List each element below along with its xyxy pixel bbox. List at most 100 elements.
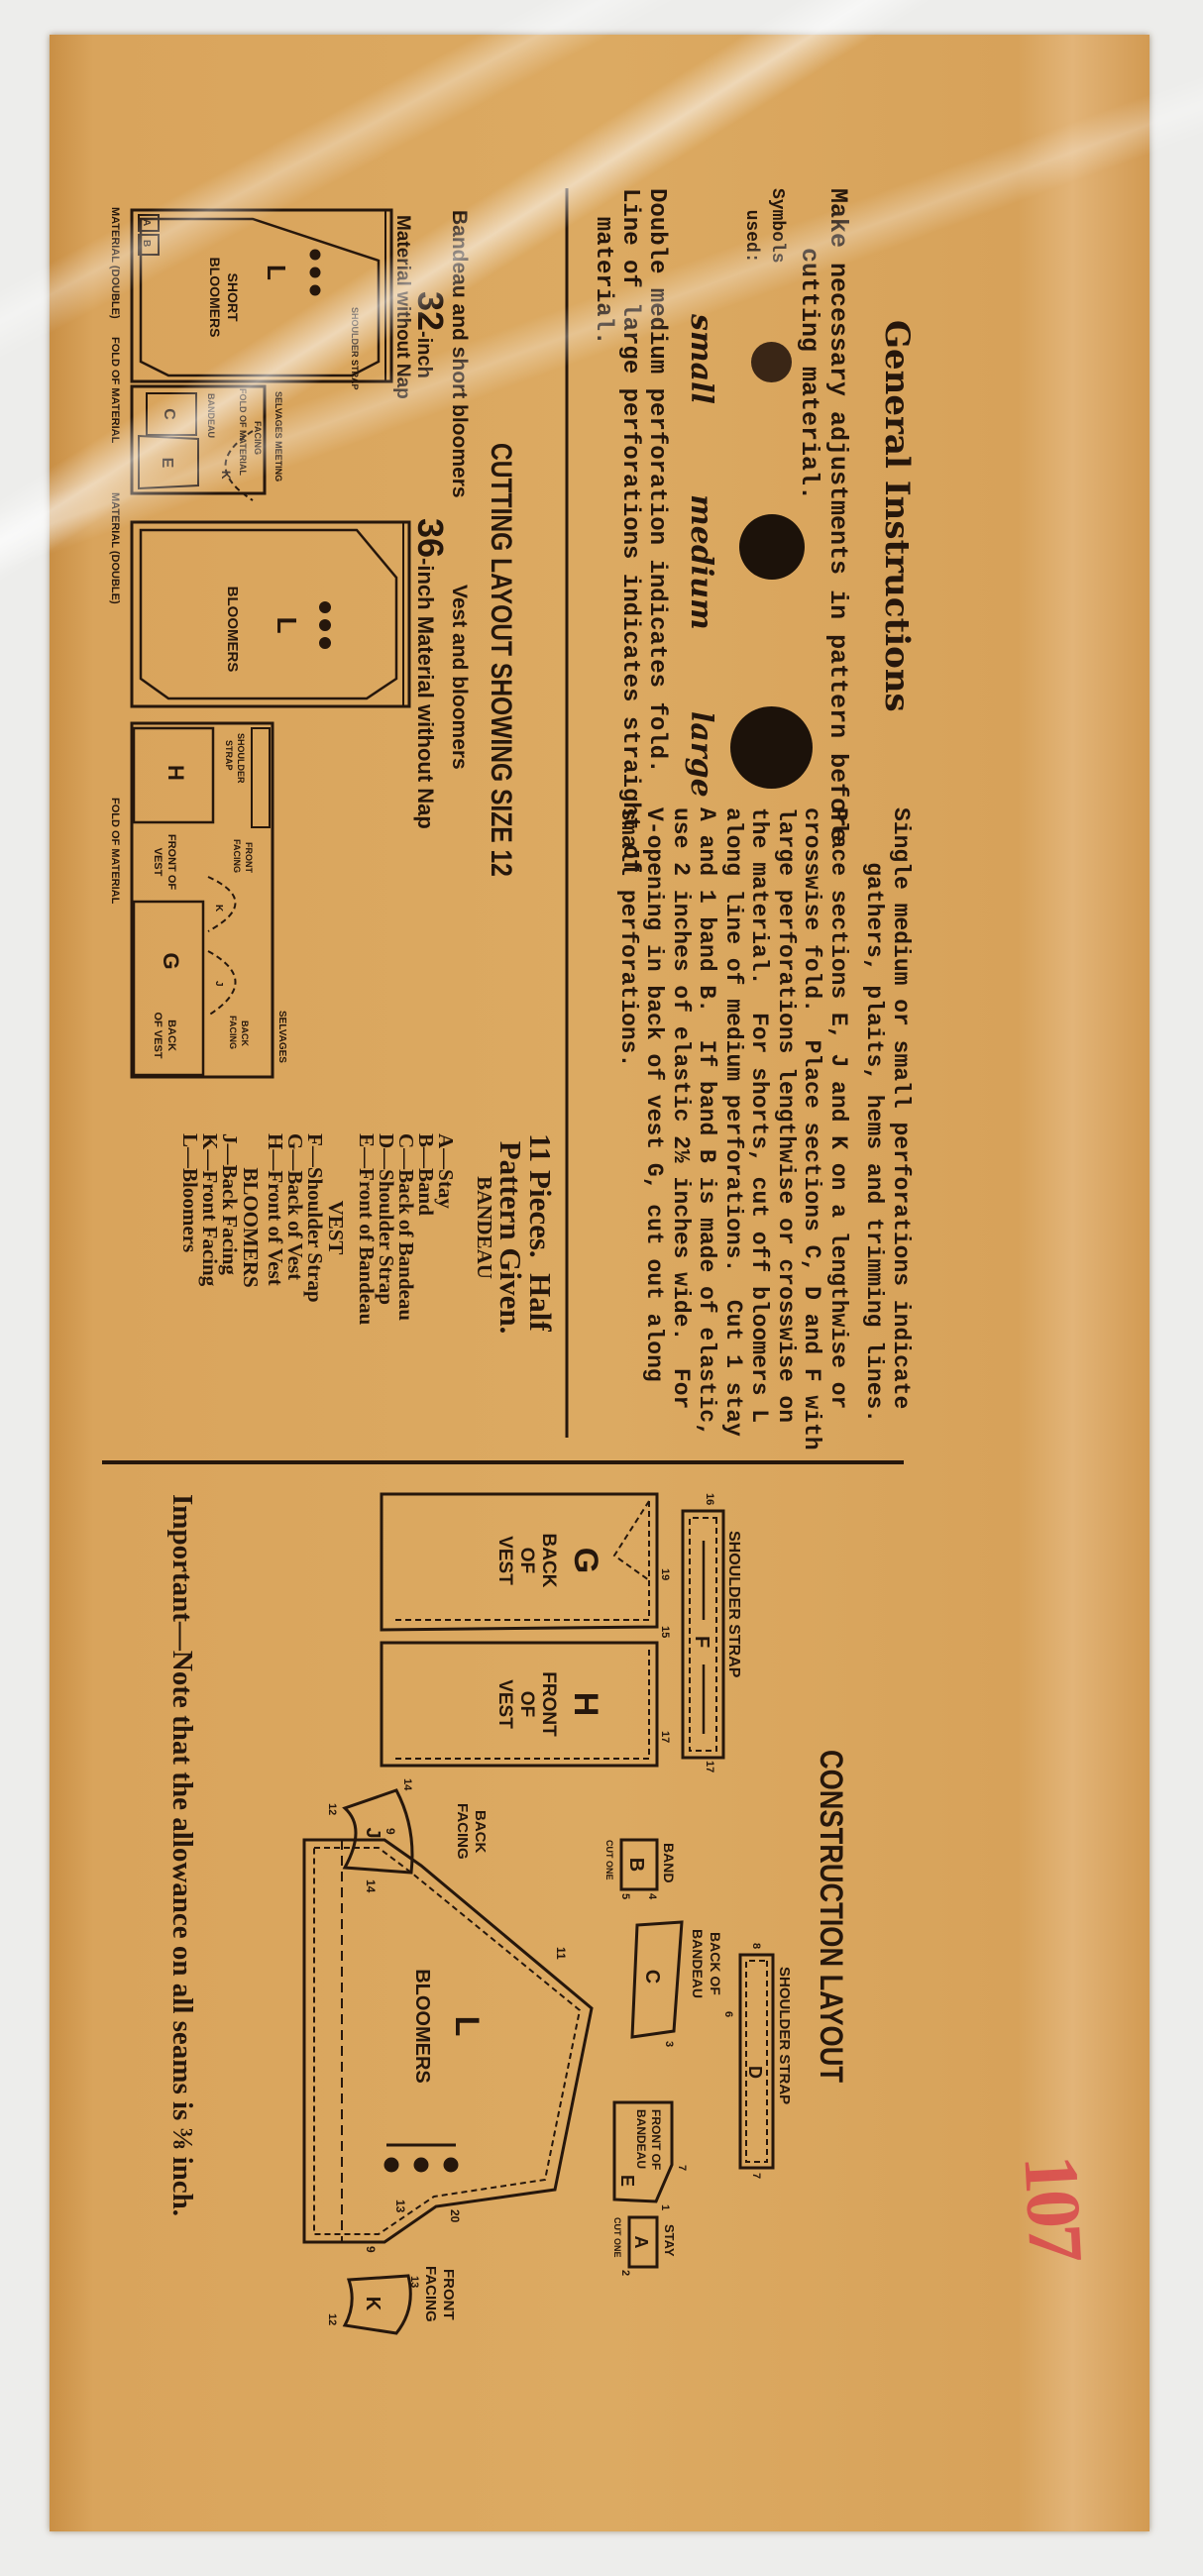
piece-label: BAND bbox=[661, 1843, 677, 1882]
notch-number: 12 bbox=[326, 2313, 338, 2325]
piece-letter: H bbox=[164, 765, 188, 781]
construction-piece-c: C BACK OF BANDEAU 6 3 bbox=[630, 1920, 734, 2047]
layout-note: SELVAGES MEETING bbox=[273, 391, 283, 482]
construction-piece-e: FRONT OF BANDEAU E 7 1 bbox=[612, 2100, 688, 2210]
piece-letter: E bbox=[159, 458, 175, 469]
piece-label: FACING bbox=[454, 1803, 471, 1860]
material-outline bbox=[130, 520, 411, 708]
piece-letter: A bbox=[141, 219, 152, 226]
piece-letter: K bbox=[213, 905, 224, 912]
layout-note: BANDEAU bbox=[206, 393, 216, 438]
piece-letter: G bbox=[567, 1548, 604, 1573]
piece-label: BANDEAU bbox=[690, 1929, 706, 1998]
notch-number: 1 bbox=[659, 2204, 671, 2210]
piece-label: BACK bbox=[165, 1020, 177, 1051]
piece-letter: J bbox=[362, 1827, 383, 1838]
piece-label: VEST bbox=[152, 848, 164, 877]
piece-letter: B bbox=[141, 240, 152, 247]
perforation bbox=[443, 2157, 459, 2173]
notch-number: 20 bbox=[448, 2209, 462, 2223]
notch-number: 7 bbox=[750, 2173, 762, 2179]
piece-letter: J bbox=[213, 981, 224, 987]
notch-number: 3 bbox=[663, 2041, 675, 2047]
piece-letter: C bbox=[641, 1970, 663, 1984]
piece-letter: C bbox=[161, 408, 177, 420]
construction-piece-f: SHOULDER STRAP F 16 17 bbox=[681, 1493, 742, 1772]
piece-label: FRONT bbox=[538, 1671, 559, 1737]
seam-line bbox=[313, 1847, 582, 2235]
piece-letter: K bbox=[219, 471, 233, 480]
piece-label: STAY bbox=[662, 2224, 677, 2257]
piece-letter: L bbox=[272, 616, 302, 633]
fold-label: MATERIAL (DOUBLE) bbox=[109, 492, 121, 604]
piece-label: BACK bbox=[240, 1020, 250, 1046]
piece-label: FRONT OF bbox=[165, 834, 177, 890]
piece-label: VEST bbox=[494, 1536, 515, 1585]
piece-letter: H bbox=[567, 1692, 604, 1717]
bloomers-outline bbox=[302, 1838, 594, 2244]
piece-label: OF VEST bbox=[152, 1012, 164, 1058]
perforation bbox=[309, 249, 321, 261]
notch-number: 15 bbox=[659, 1626, 671, 1638]
notch-number: 12 bbox=[326, 1803, 338, 1815]
cutting-layout-1: L SHORT BLOOMERS SHOULDER STRAP A B C E … bbox=[130, 208, 393, 501]
notch-number: 13 bbox=[393, 2200, 407, 2213]
perforation bbox=[309, 267, 321, 278]
piece-letter: G bbox=[159, 952, 183, 969]
notch-number: 17 bbox=[704, 1761, 715, 1772]
perforation bbox=[319, 601, 331, 613]
piece-label: SHOULDER STRAP bbox=[350, 307, 360, 390]
piece-label: BANDEAU bbox=[634, 2109, 648, 2169]
notch-number: 9 bbox=[364, 2246, 378, 2253]
piece-label: VEST bbox=[494, 1679, 515, 1729]
piece-label: BACK bbox=[472, 1810, 489, 1853]
piece-note: CUT ONE bbox=[604, 1840, 614, 1880]
layout-note: FACING bbox=[253, 421, 263, 455]
perforation bbox=[309, 284, 321, 296]
piece-note: CUT ONE bbox=[612, 2217, 622, 2258]
pattern-envelope: General Instructions Make necessary adju… bbox=[50, 35, 1149, 2531]
notch-number: 2 bbox=[619, 2270, 631, 2276]
piece-label: FACING bbox=[422, 2266, 439, 2322]
piece-label: OF bbox=[516, 1548, 537, 1573]
piece-label: STRAP bbox=[224, 740, 234, 771]
piece-label: BLOOMERS bbox=[411, 1969, 433, 2084]
construction-piece-j: J BACK FACING 14 12 bbox=[326, 1778, 489, 1875]
notch-number: 9 bbox=[383, 1828, 397, 1835]
layout-note: FOLD OF MATERIAL bbox=[238, 388, 248, 476]
piece-label: FACING bbox=[232, 839, 242, 873]
piece-letter: F bbox=[691, 1636, 712, 1648]
selvages-label: SELVAGES bbox=[276, 1011, 287, 1063]
construction-piece-h: H FRONT OF VEST 17 bbox=[380, 1641, 671, 1768]
construction-piece-b: B BAND CUT ONE 4 5 bbox=[604, 1838, 677, 1900]
pattern-diagrams: L SHORT BLOOMERS SHOULDER STRAP A B C E … bbox=[102, 188, 904, 2335]
piece-label: OF bbox=[516, 1691, 537, 1717]
envelope-back-rotated: General Instructions Make necessary adju… bbox=[50, 35, 1149, 2531]
piece-letter: A bbox=[631, 2236, 651, 2249]
piece-label: BLOOMERS bbox=[224, 587, 241, 673]
notch-number: 11 bbox=[554, 1947, 568, 1960]
piece-label: FACING bbox=[228, 1016, 238, 1049]
construction-piece-a: A STAY CUT ONE 2 bbox=[612, 2215, 677, 2276]
piece-label: SHOULDER bbox=[236, 733, 246, 784]
notch-number: 7 bbox=[676, 2165, 688, 2171]
cutting-layout-2: L BLOOMERS SHOULDER STRAP H FRONT OF VES… bbox=[130, 520, 411, 1079]
perforation bbox=[413, 2157, 429, 2173]
piece-label: BLOOMERS bbox=[207, 258, 223, 338]
notch-number: 13 bbox=[408, 2276, 420, 2288]
piece-label: SHOULDER STRAP bbox=[725, 1531, 742, 1678]
piece-bloomers bbox=[139, 528, 398, 700]
shoulder-strap-d-outline bbox=[738, 1953, 775, 2170]
piece-short-bloomers bbox=[139, 217, 381, 377]
notch-number: 16 bbox=[704, 1493, 715, 1505]
perforation bbox=[383, 2157, 399, 2173]
notch-number: 8 bbox=[750, 1943, 762, 1949]
fold-label: FOLD OF MATERIAL bbox=[109, 337, 121, 444]
notch-number: 19 bbox=[659, 1568, 671, 1580]
notch-number: 5 bbox=[619, 1893, 631, 1899]
notch-number: 4 bbox=[646, 1893, 658, 1900]
construction-piece-d: D SHOULDER STRAP 8 7 bbox=[738, 1943, 793, 2179]
piece-letter: B bbox=[625, 1858, 647, 1872]
piece-shoulder-strap bbox=[251, 727, 271, 828]
construction-piece-l: L BLOOMERS 9 9 11 20 14 13 bbox=[302, 1828, 594, 2253]
